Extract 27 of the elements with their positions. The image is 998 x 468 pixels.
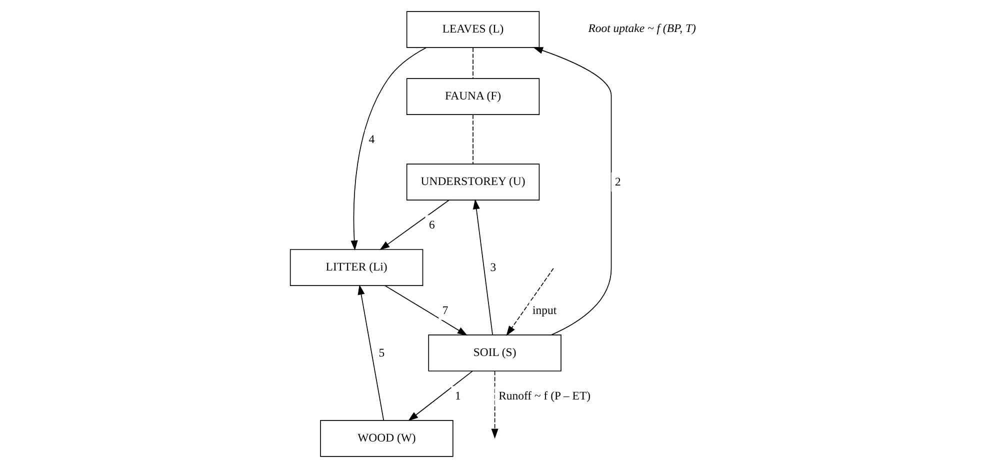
connector bbox=[472, 47, 474, 79]
edge-label: input bbox=[532, 304, 557, 317]
node-box: LITTER (Li) bbox=[290, 249, 424, 286]
arrow bbox=[472, 199, 493, 336]
edge-label: 1 bbox=[455, 389, 461, 402]
node-box: UNDERSTOREY (U) bbox=[406, 164, 540, 200]
arrow bbox=[506, 268, 554, 336]
node-box: FAUNA (F) bbox=[406, 78, 540, 116]
edge-label: 7 bbox=[442, 304, 448, 317]
edge-label: 3 bbox=[490, 261, 496, 274]
arrow bbox=[408, 370, 473, 422]
edge-label: Runoff ~ f (P – ET) bbox=[498, 389, 591, 402]
arrow bbox=[532, 47, 612, 336]
node-box: SOIL (S) bbox=[428, 334, 562, 372]
arrow bbox=[350, 47, 427, 251]
arrow bbox=[384, 285, 468, 336]
arrow bbox=[358, 284, 384, 421]
edge-label: 6 bbox=[429, 218, 435, 232]
edge-label: 4 bbox=[368, 132, 375, 146]
arrow bbox=[380, 200, 450, 250]
arrow bbox=[491, 370, 498, 439]
edge-label: 2 bbox=[615, 176, 621, 189]
node-box: LEAVES (L) bbox=[406, 11, 540, 48]
label: Root uptake ~ f (BP, T) bbox=[588, 22, 696, 35]
connector bbox=[472, 114, 474, 164]
edge-label: 5 bbox=[378, 346, 385, 360]
node-box: WOOD (W) bbox=[320, 420, 454, 457]
